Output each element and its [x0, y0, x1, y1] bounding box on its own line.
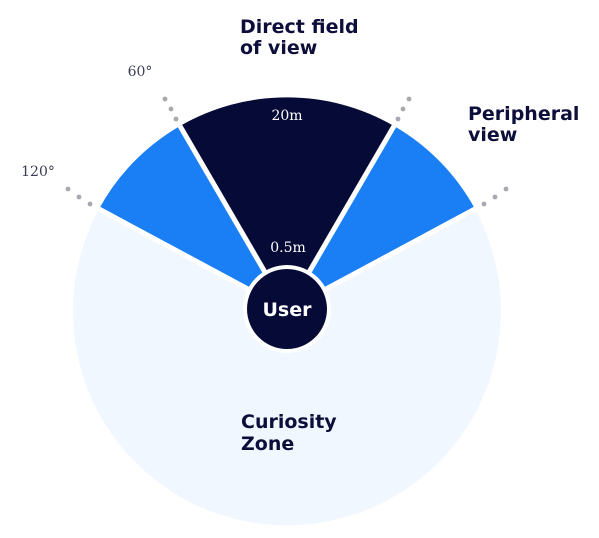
guide-dot	[406, 96, 412, 102]
peripheral-title-line2: view	[468, 124, 517, 146]
user-label: User	[263, 299, 313, 321]
guide-dot	[76, 194, 82, 200]
guide-dot	[162, 96, 168, 102]
range-far-label: 20m	[271, 108, 302, 124]
guide-dot	[65, 186, 71, 192]
peripheral-view-right-sector	[287, 126, 475, 310]
guide-dot	[87, 201, 93, 207]
angle-120-label: 120°	[21, 164, 55, 180]
peripheral-view-left-sector	[99, 126, 287, 310]
peripheral-title-line1: Peripheral	[468, 103, 579, 125]
curiosity-title-line2: Zone	[241, 433, 294, 455]
curiosity-title-line1: Curiosity	[241, 411, 337, 433]
guide-dot	[168, 106, 174, 112]
guide-dot	[395, 116, 401, 122]
direct-field-title-line2: of view	[240, 37, 317, 59]
guide-dot	[173, 116, 179, 122]
curiosity-zone	[72, 209, 501, 526]
range-near-label: 0.5m	[270, 240, 306, 256]
user-circle	[247, 269, 327, 349]
angle-guide-dots	[65, 96, 509, 207]
guide-dot	[400, 106, 406, 112]
direct-field-title-line1: Direct field	[240, 16, 359, 38]
direct-field-of-view-sector	[180, 97, 394, 311]
angle-60-label: 60°	[128, 64, 153, 80]
guide-dot	[492, 194, 498, 200]
guide-dot	[503, 186, 509, 192]
guide-dot	[481, 201, 487, 207]
